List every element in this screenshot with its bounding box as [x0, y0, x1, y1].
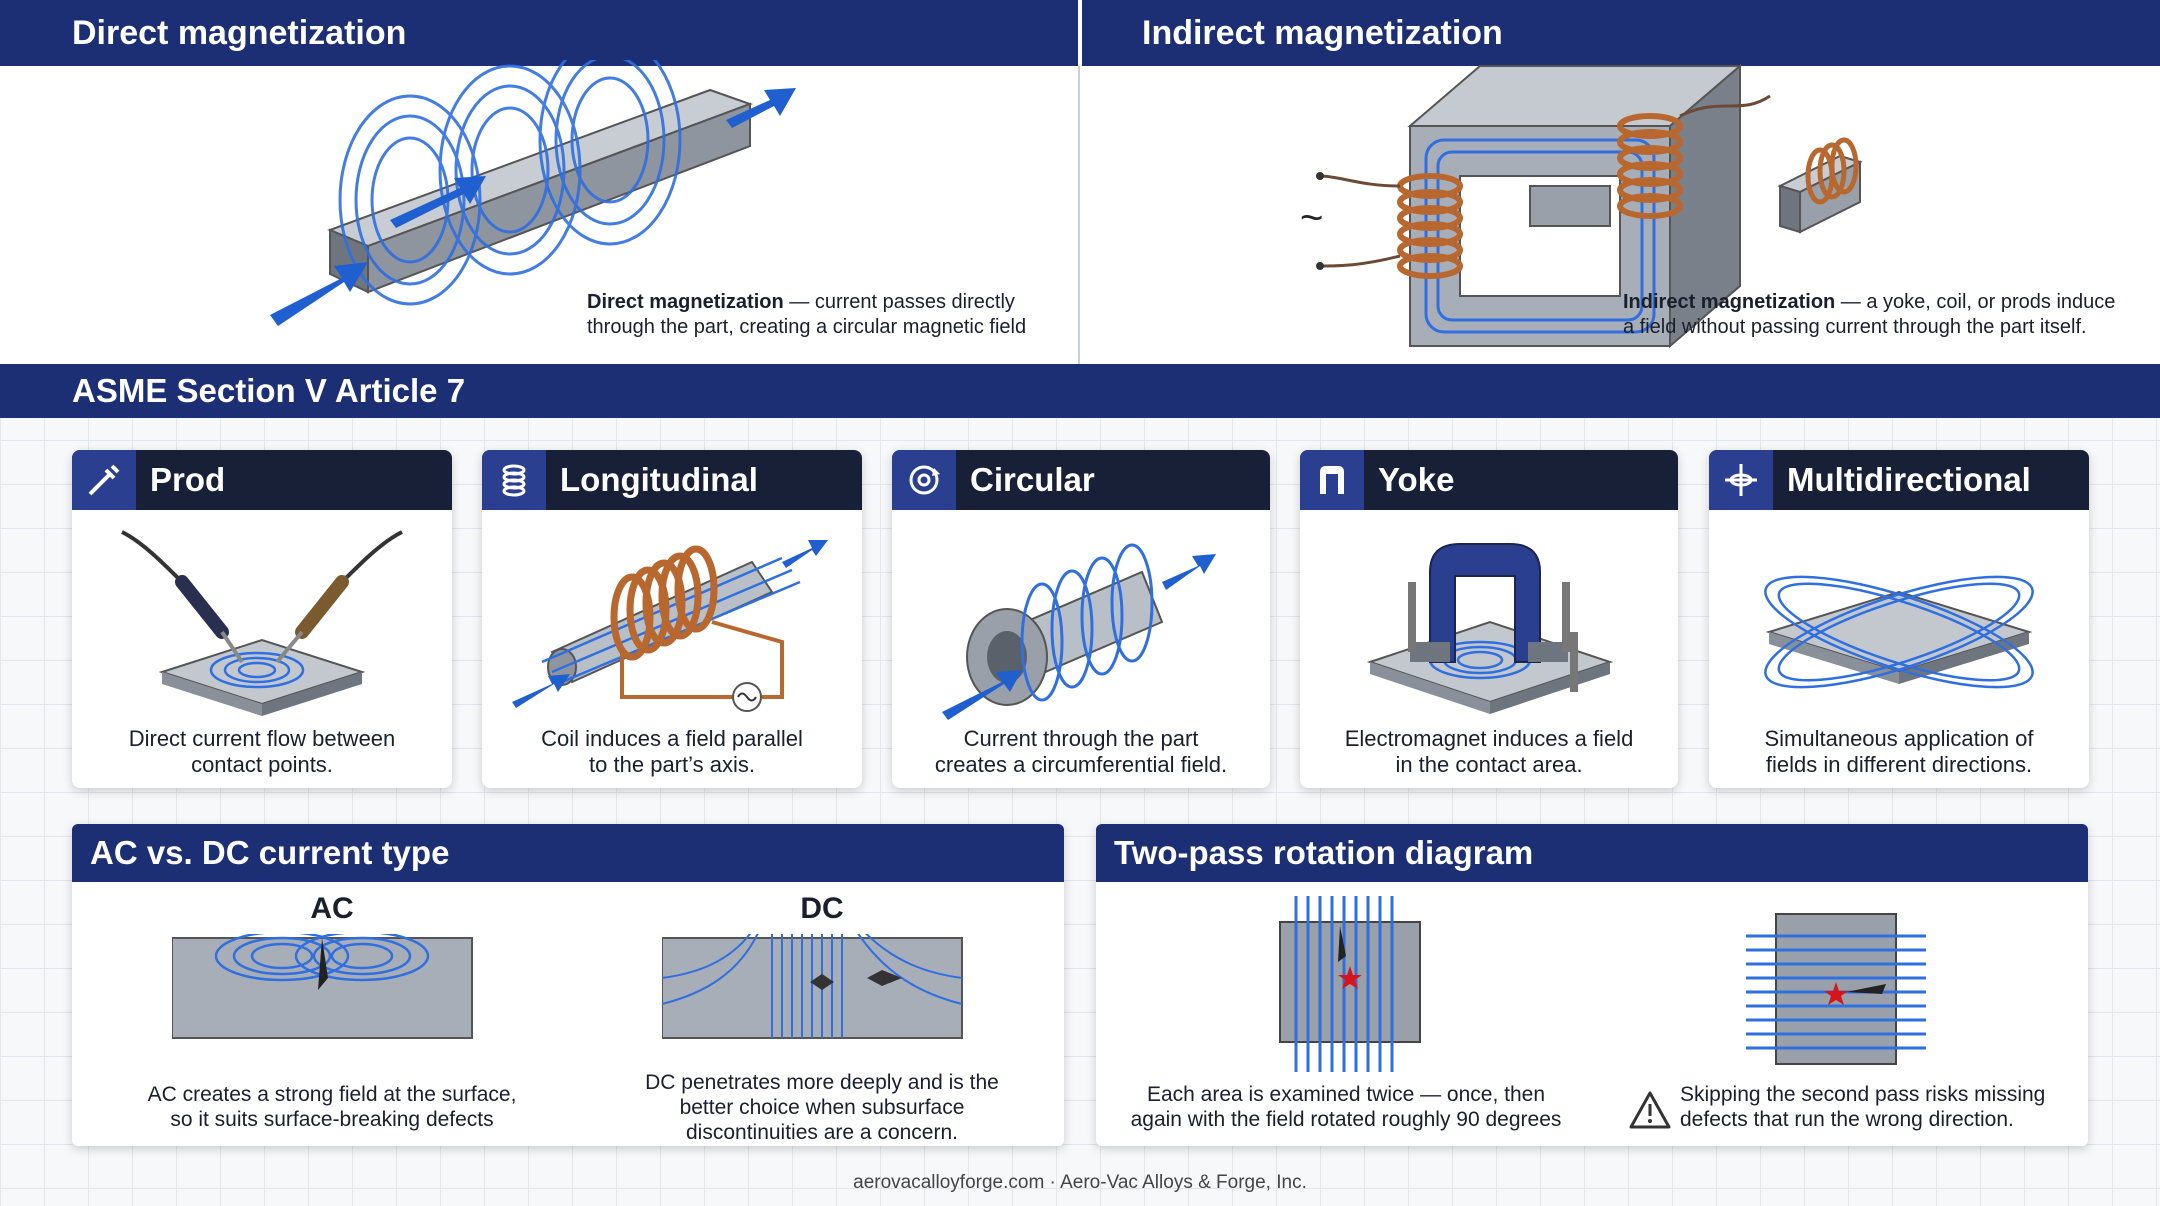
second-pass-illustration	[1746, 913, 1926, 1065]
direct-caption-line2: through the part, creating a circular ma…	[587, 316, 1027, 338]
indirect-magnetization-illustration	[1316, 63, 1863, 349]
asme-section-title: ASME Section V Article 7	[72, 372, 466, 409]
direct-magnetization-title: Direct magnetization	[72, 13, 407, 52]
method-caption-line2: in the contact area.	[1395, 752, 1583, 777]
ac-caption: AC creates a strong field at the surface…	[92, 1082, 572, 1132]
twopass-right-caption-line1: Skipping the second pass risks missing	[1680, 1083, 2046, 1106]
method-card-yoke: Yoke Electromagnet induces a field in th…	[1300, 450, 1678, 788]
method-card-multidirectional: Multidirectional Simultaneous applicatio…	[1709, 450, 2089, 788]
method-card-circular: Circular Current through the part create…	[892, 450, 1270, 788]
coil-icon	[482, 450, 546, 510]
method-title: Circular	[970, 461, 1095, 498]
yoke-icon	[1300, 450, 1364, 510]
ac-caption-line2: so it suits surface-breaking defects	[170, 1108, 494, 1131]
method-caption: Current through the part creates a circu…	[902, 726, 1260, 778]
method-card-header: Prod	[72, 450, 452, 510]
dc-caption-line1: DC penetrates more deeply and is the	[645, 1071, 999, 1094]
footer-text: aerovacalloyforge.com · Aero-Vac Alloys …	[853, 1172, 1307, 1193]
circular-illustration	[942, 543, 1216, 720]
method-caption: Direct current flow between contact poin…	[82, 726, 442, 778]
twopass-left-caption: Each area is examined twice — once, then…	[1096, 1082, 1596, 1132]
direct-caption-bold: Direct magnetization	[587, 291, 784, 313]
indirect-caption-line1: — a yoke, coil, or prods induce	[1835, 291, 2116, 313]
direct-magnetization-illustration	[270, 60, 796, 326]
ac-label: AC	[310, 892, 354, 925]
method-title: Longitudinal	[560, 461, 758, 498]
method-caption-line2: to the part’s axis.	[589, 752, 755, 777]
ac-field-illustration	[172, 934, 473, 1039]
method-caption-line2: contact points.	[191, 752, 333, 777]
direct-magnetization-header: Direct magnetization	[0, 0, 1078, 66]
method-caption-line2: fields in different directions.	[1765, 752, 2033, 777]
dc-field-illustration	[662, 934, 963, 1039]
first-pass-illustration	[1279, 896, 1421, 1072]
twopass-left-caption-line2: again with the field rotated roughly 90 …	[1130, 1108, 1562, 1131]
twopass-left-caption-line1: Each area is examined twice — once, then	[1146, 1083, 1546, 1106]
indirect-magnetization-title: Indirect magnetization	[1142, 13, 1503, 52]
method-caption-line1: Direct current flow between	[128, 726, 396, 751]
direct-caption-line1: — current passes directly	[783, 291, 1015, 313]
direct-magnetization-caption: Direct magnetization — current passes di…	[587, 290, 1067, 340]
circular-arrows-icon	[892, 450, 956, 510]
method-title: Yoke	[1378, 461, 1455, 498]
ac-source-symbol: ~	[1300, 196, 1324, 240]
method-caption: Simultaneous application of fields in di…	[1719, 726, 2079, 778]
twopass-panel-title: Two-pass rotation diagram	[1114, 834, 1534, 871]
dc-caption: DC penetrates more deeply and is the bet…	[582, 1070, 1062, 1145]
method-card-header: Circular	[892, 450, 1270, 510]
indirect-magnetization-header: Indirect magnetization	[1082, 0, 2160, 66]
method-card-header: Multidirectional	[1709, 450, 2089, 510]
warning-icon	[1629, 1091, 1671, 1129]
prod-illustration	[121, 530, 403, 716]
indirect-caption-bold: Indirect magnetization	[1623, 291, 1836, 313]
acdc-panel-title: AC vs. DC current type	[90, 834, 450, 871]
method-card-header: Longitudinal	[482, 450, 862, 510]
top-divider	[1078, 66, 1080, 364]
method-card-header: Yoke	[1300, 450, 1678, 510]
indirect-magnetization-caption: Indirect magnetization — a yoke, coil, o…	[1623, 290, 2143, 340]
method-caption-line1: Electromagnet induces a field	[1344, 726, 1634, 751]
method-caption: Coil induces a field parallel to the par…	[492, 726, 852, 778]
crosshair-icon	[1709, 450, 1773, 510]
method-caption-line2: creates a circumferential field.	[934, 752, 1228, 777]
ac-caption-line1: AC creates a strong field at the surface…	[147, 1083, 517, 1106]
dc-label: DC	[800, 892, 844, 925]
twopass-panel-header: Two-pass rotation diagram	[1096, 824, 2088, 882]
dc-caption-line3: discontinuities are a concern.	[686, 1121, 958, 1144]
dc-caption-line2: better choice when subsurface	[679, 1096, 965, 1119]
multidirectional-illustration	[1764, 575, 2034, 689]
twopass-right-caption: Skipping the second pass risks missing d…	[1680, 1082, 2080, 1132]
longitudinal-illustration	[512, 540, 828, 712]
method-title: Multidirectional	[1787, 461, 2031, 498]
asme-section-header: ASME Section V Article 7	[0, 364, 2160, 418]
method-card-prod: Prod Direct current flow between contact…	[72, 450, 452, 788]
defect-marker-icon	[1338, 966, 1362, 989]
defect-marker-icon	[1824, 982, 1848, 1005]
twopass-panel: Two-pass rotation diagram Each area is e…	[1096, 824, 2088, 1146]
method-card-longitudinal: Longitudinal Coil induces a field parall…	[482, 450, 862, 788]
method-caption-line1: Simultaneous application of	[1764, 726, 2034, 751]
indirect-caption-line2: a field without passing current through …	[1623, 316, 2087, 338]
method-caption-line1: Coil induces a field parallel	[541, 726, 803, 751]
prod-icon	[72, 450, 136, 510]
twopass-right-caption-line2: defects that run the wrong direction.	[1680, 1108, 2014, 1131]
method-caption: Electromagnet induces a field in the con…	[1310, 726, 1668, 778]
method-title: Prod	[150, 461, 226, 498]
method-caption-line1: Current through the part	[963, 726, 1199, 751]
acdc-panel: AC vs. DC current type AC DC AC creates …	[72, 824, 1064, 1146]
acdc-panel-header: AC vs. DC current type	[72, 824, 1064, 882]
yoke-illustration	[1366, 543, 1614, 714]
